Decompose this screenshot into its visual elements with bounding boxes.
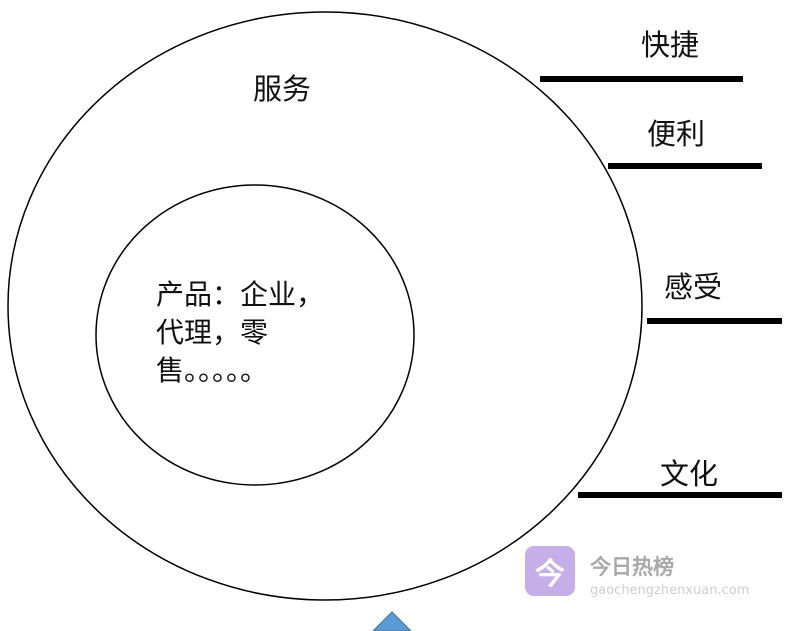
blue-triangle — [372, 611, 412, 631]
watermark-url: gaochengzhenxuan.com — [590, 583, 750, 598]
label-wenhua: 文化 — [660, 457, 719, 491]
inner-line: 售。。。。。 — [156, 354, 269, 387]
watermark-logo-icon: 今 — [525, 546, 575, 596]
watermark-title: 今日热榜 — [590, 555, 674, 579]
inner-circle — [95, 184, 415, 486]
label-ganshou: 感受 — [664, 270, 723, 304]
label-bianli: 便利 — [647, 117, 706, 151]
inner-line: 产品：企业， — [156, 278, 325, 311]
outer-label: 服务 — [253, 72, 312, 106]
inner-text: 产品：企业， 代理，零 售。。。。。 — [156, 276, 324, 390]
label-kuaijie: 快捷 — [641, 28, 700, 62]
inner-line: 代理，零 — [156, 316, 269, 349]
outer-circle — [7, 11, 643, 601]
